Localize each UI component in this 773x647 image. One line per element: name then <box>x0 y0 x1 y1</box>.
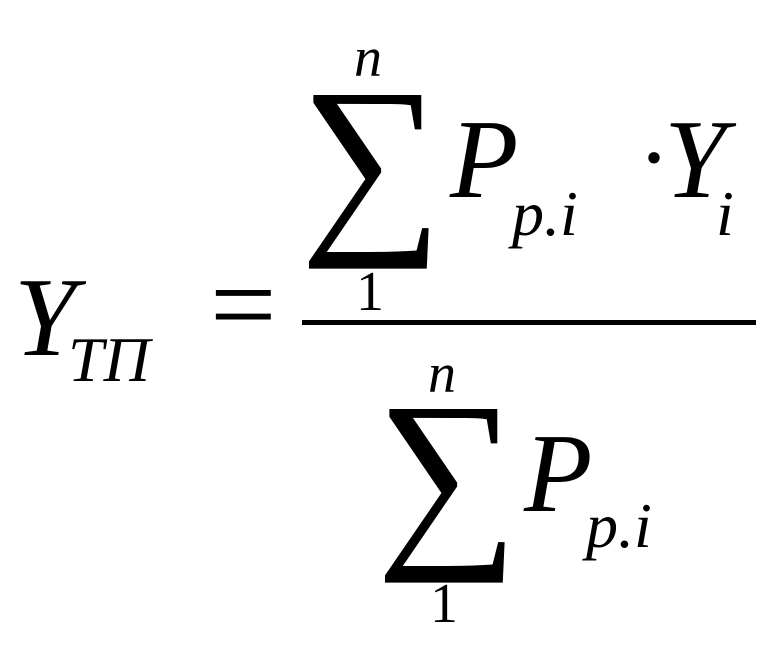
denominator-sum-upper-limit: n <box>428 343 456 405</box>
numerator-term-subscript: p.i <box>512 178 578 249</box>
numerator-sum-sigma: ∑ <box>300 49 443 270</box>
numerator-sum-lower-limit: 1 <box>356 261 384 323</box>
numerator-term-symbol: P <box>450 98 519 222</box>
denominator-sum-lower-limit: 1 <box>430 573 458 635</box>
denominator-term-subscript: p.i <box>586 490 652 561</box>
numerator-sum-upper-limit: n <box>354 27 382 89</box>
fraction-bar <box>302 320 756 325</box>
equals-sign: = <box>210 239 277 370</box>
lhs-symbol: Y <box>14 256 77 380</box>
multiplication-dot: · <box>638 104 670 211</box>
denominator-sum-sigma: ∑ <box>376 363 519 584</box>
numerator-factor-symbol: Y <box>664 98 727 222</box>
numerator-factor-subscript: i <box>716 178 734 249</box>
lhs-subscript: ТП <box>68 324 150 395</box>
denominator-term-symbol: P <box>524 412 593 536</box>
